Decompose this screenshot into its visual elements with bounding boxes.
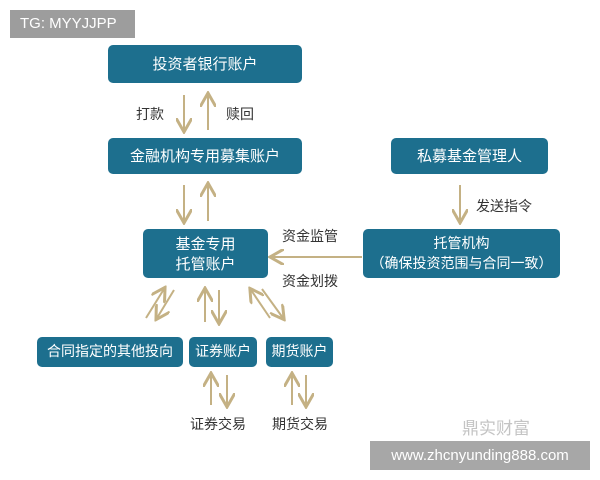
investor-bank-account-box: 投资者银行账户 xyxy=(108,45,302,83)
send-instruction-label: 发送指令 xyxy=(476,199,532,215)
other-investments-box: 合同指定的其他投向 xyxy=(37,337,183,367)
fund-transfer-label: 资金划拨 xyxy=(282,274,338,290)
redeem-label: 赎回 xyxy=(226,107,254,123)
custodian-line1: 托管机构 xyxy=(433,235,490,252)
raising-account-box: 金融机构专用募集账户 xyxy=(108,138,302,174)
watermark-url: www.zhcnyunding888.com xyxy=(370,441,590,470)
watermark-logo: 鼎实财富 xyxy=(462,419,530,439)
custodian-line2: （确保投资范围与合同一致） xyxy=(370,255,553,272)
pay-label: 打款 xyxy=(136,107,164,123)
custody-account-line1: 基金专用 xyxy=(175,234,236,253)
custodian-box: 托管机构 （确保投资范围与合同一致） xyxy=(363,229,560,278)
arrow-fut-down xyxy=(261,288,283,318)
arrow-fut-up xyxy=(251,290,271,319)
securities-account-box: 证券账户 xyxy=(189,337,257,367)
fund-supervision-label: 资金监管 xyxy=(282,229,338,245)
futures-trading-label: 期货交易 xyxy=(272,417,328,433)
custody-account-line2: 托管账户 xyxy=(175,254,236,273)
securities-trading-label: 证券交易 xyxy=(190,417,246,433)
arrow-other-up xyxy=(145,289,164,319)
futures-account-box: 期货账户 xyxy=(266,337,333,367)
watermark-tag: TG: MYYJJPP xyxy=(10,10,135,38)
arrow-other-down xyxy=(157,289,175,318)
fund-manager-box: 私募基金管理人 xyxy=(391,138,548,174)
custody-account-box: 基金专用 托管账户 xyxy=(143,229,268,278)
